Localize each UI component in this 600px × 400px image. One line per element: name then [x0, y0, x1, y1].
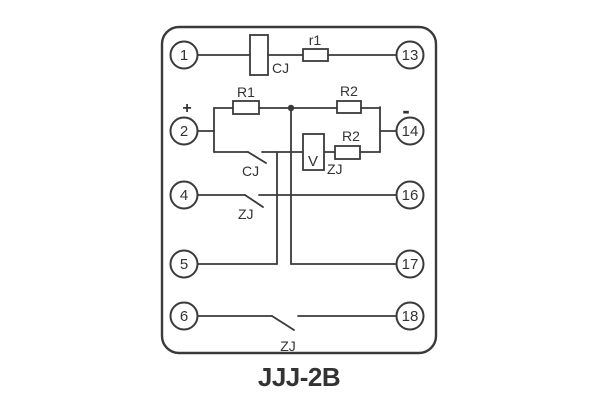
terminal-1: 1	[169, 40, 199, 70]
terminal-circle	[395, 249, 425, 279]
terminal-2: 2	[169, 116, 199, 146]
terminal-number: 5	[180, 256, 188, 273]
relay-outline	[160, 25, 438, 355]
terminal-number: 4	[180, 187, 188, 204]
terminal-14: 14	[395, 116, 425, 146]
zj-output-contact-label: ZJ	[280, 338, 296, 354]
R2-top-label: R2	[340, 83, 358, 99]
terminal-number: 13	[402, 47, 419, 64]
terminal-circle	[395, 180, 425, 210]
terminal-17: 17	[395, 249, 425, 279]
terminal-number: 2	[180, 123, 188, 140]
terminal-circle	[169, 301, 199, 331]
plus-sign: +	[182, 100, 191, 117]
terminal-number: 16	[402, 187, 419, 204]
R2-bottom-label: R2	[342, 128, 360, 144]
terminal-number: 17	[402, 256, 419, 273]
terminal-circle	[395, 116, 425, 146]
terminal-16: 16	[395, 180, 425, 210]
terminal-circle	[395, 40, 425, 70]
resistor-R1	[232, 100, 260, 115]
resistor-r1	[302, 48, 329, 62]
terminal-number: 6	[180, 308, 188, 325]
resistor-R2-bottom	[334, 145, 361, 160]
terminal-5: 5	[169, 249, 199, 279]
cj-coil-label: CJ	[272, 60, 289, 76]
diagram-title: JJJ-2B	[258, 362, 340, 392]
terminal-number: 18	[402, 308, 419, 325]
cj-coil	[249, 34, 269, 76]
terminal-18: 18	[395, 301, 425, 331]
terminal-number: 1	[180, 47, 188, 64]
cj-contact-blade	[247, 151, 267, 164]
minus-sign: -	[402, 98, 409, 123]
terminal-circle	[169, 116, 199, 146]
R1-label: R1	[237, 84, 255, 100]
terminal-6: 6	[169, 301, 199, 331]
r1-label: r1	[309, 32, 322, 48]
resistor-R2-top	[336, 100, 362, 114]
terminal-13: 13	[395, 40, 425, 70]
zj-contact-blade	[244, 194, 264, 208]
zj-coil-label: ZJ	[327, 161, 343, 177]
terminal-number: 14	[402, 123, 419, 140]
zj-contact-label: ZJ	[238, 206, 254, 222]
cj-contact-label: CJ	[242, 163, 259, 179]
v-symbol: V	[308, 153, 318, 170]
terminal-4: 4	[169, 180, 199, 210]
terminal-circle	[169, 40, 199, 70]
terminal-circle	[395, 301, 425, 331]
terminal-circle	[169, 180, 199, 210]
zj-output-contact-blade	[271, 315, 295, 331]
terminal-circle	[169, 249, 199, 279]
